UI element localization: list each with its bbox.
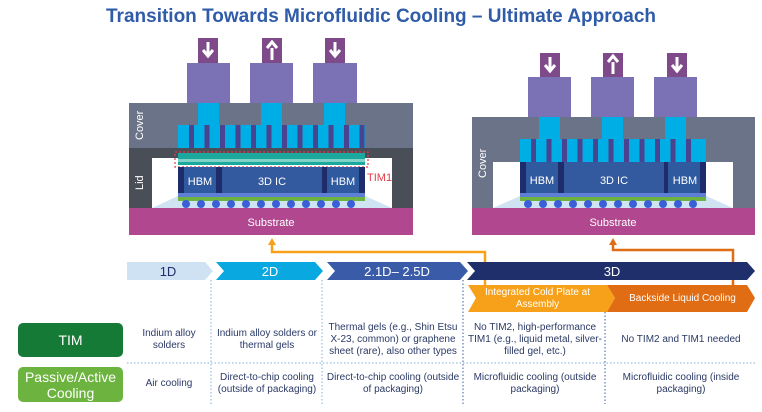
fin xyxy=(297,125,303,148)
solder-bump xyxy=(539,200,547,208)
arrow-down-icon xyxy=(201,42,215,59)
fin xyxy=(639,139,645,162)
fin xyxy=(328,125,334,148)
substrate-label: Substrate xyxy=(589,217,636,229)
cooling-cell-2d: Direct-to-chip cooling (outside of packa… xyxy=(217,372,317,395)
sub-stage-backside: Backside Liquid Cooling xyxy=(629,293,736,304)
substrate xyxy=(472,208,755,235)
tim-cell-2-5d: Thermal gels (e.g., Shin Etsu X-23, comm… xyxy=(328,322,458,357)
solder-bump xyxy=(317,200,325,208)
ic-label: 3D IC xyxy=(600,175,628,187)
solder-bump xyxy=(302,200,310,208)
solder-bump xyxy=(569,200,577,208)
arrow-up-icon xyxy=(606,53,620,74)
solder-bump xyxy=(689,200,697,208)
stage-1d: 1D xyxy=(160,264,177,279)
sub-stage-cold-plate: Integrated Cold Plate at Assembly xyxy=(484,287,591,310)
fin xyxy=(235,125,241,148)
fin xyxy=(344,125,349,148)
fin xyxy=(359,125,365,148)
solder-bump xyxy=(554,200,562,208)
tim-cell-2d: Indium alloy solders or thermal gels xyxy=(216,328,318,351)
solder-bump xyxy=(332,200,340,208)
fin xyxy=(655,139,660,162)
fin xyxy=(562,139,567,162)
solder-bump xyxy=(257,200,265,208)
cooling-cell-backside: Microfluidic cooling (inside packaging) xyxy=(622,372,740,395)
arrow-up-icon xyxy=(265,39,279,60)
hbm-label: HBM xyxy=(673,175,697,187)
tim-cell-cold-plate: No TIM2, high-performance TIM1 (e.g., li… xyxy=(468,322,602,357)
solder-bump xyxy=(212,200,220,208)
fin xyxy=(204,125,210,148)
row-label-tim: TIM xyxy=(18,323,123,357)
fin xyxy=(220,125,225,148)
row-label-cooling: Passive/Active Cooling xyxy=(18,367,123,402)
hbm-label: HBM xyxy=(188,176,212,188)
arrow-down-icon xyxy=(543,57,557,74)
solder-bump xyxy=(629,200,637,208)
fin xyxy=(577,139,583,162)
ic-label: 3D IC xyxy=(258,176,286,188)
stage-3d: 3D xyxy=(604,264,621,279)
solder-bump xyxy=(347,200,355,208)
cooling-cell-2-5d: Direct-to-chip cooling (outside of packa… xyxy=(326,372,460,395)
solder-bump xyxy=(599,200,607,208)
substrate-label: Substrate xyxy=(247,217,294,229)
solder-bump xyxy=(182,200,190,208)
cover-label: Cover xyxy=(477,148,489,178)
hbm-label: HBM xyxy=(331,176,355,188)
fin xyxy=(313,125,318,148)
page-title: Transition Towards Microfluidic Cooling … xyxy=(106,6,656,27)
hbm-label: HBM xyxy=(530,175,554,187)
fin xyxy=(593,139,598,162)
fin xyxy=(686,139,691,162)
cooling-cell-1d: Air cooling xyxy=(145,378,193,389)
lid-label: Lid xyxy=(134,175,146,190)
solder-bump xyxy=(272,200,280,208)
stage-2-5d: 2.1D– 2.5D xyxy=(364,264,430,279)
fin xyxy=(624,139,629,162)
solder-bump xyxy=(197,200,205,208)
cover-label: Cover xyxy=(134,110,146,140)
solder-bump xyxy=(287,200,295,208)
grid-dividers xyxy=(127,280,755,404)
right-inlets xyxy=(528,53,697,117)
solder-bump xyxy=(614,200,622,208)
substrate xyxy=(129,208,413,235)
solder-bump xyxy=(674,200,682,208)
left-cooling-fins xyxy=(178,125,365,148)
solder-bump xyxy=(227,200,235,208)
solder-bump xyxy=(659,200,667,208)
tim-cell-1d: Indium alloy solders xyxy=(142,328,196,351)
solder-bump xyxy=(242,200,250,208)
fin xyxy=(189,125,194,148)
left-inlets xyxy=(187,38,357,103)
solder-bump xyxy=(524,200,532,208)
tim1-label: TIM1 xyxy=(367,172,392,184)
stage-timeline xyxy=(127,262,755,312)
solder-bump xyxy=(584,200,592,208)
fin xyxy=(546,139,552,162)
right-cooling-fins xyxy=(520,139,706,162)
fin xyxy=(282,125,287,148)
stage-2d: 2D xyxy=(262,264,279,279)
solder-bump xyxy=(644,200,652,208)
fin xyxy=(251,125,256,148)
arrow-down-icon xyxy=(670,57,684,74)
cooling-cell-cold-plate: Microfluidic cooling (outside packaging) xyxy=(473,372,597,395)
left-package-diagram xyxy=(129,38,413,235)
fin xyxy=(266,125,272,148)
arrow-down-icon xyxy=(328,42,342,59)
tim-cell-backside: No TIM2 and TIM1 needed xyxy=(621,334,741,345)
fin xyxy=(608,139,614,162)
fin xyxy=(670,139,676,162)
right-package-diagram xyxy=(472,53,755,235)
fin xyxy=(531,139,536,162)
